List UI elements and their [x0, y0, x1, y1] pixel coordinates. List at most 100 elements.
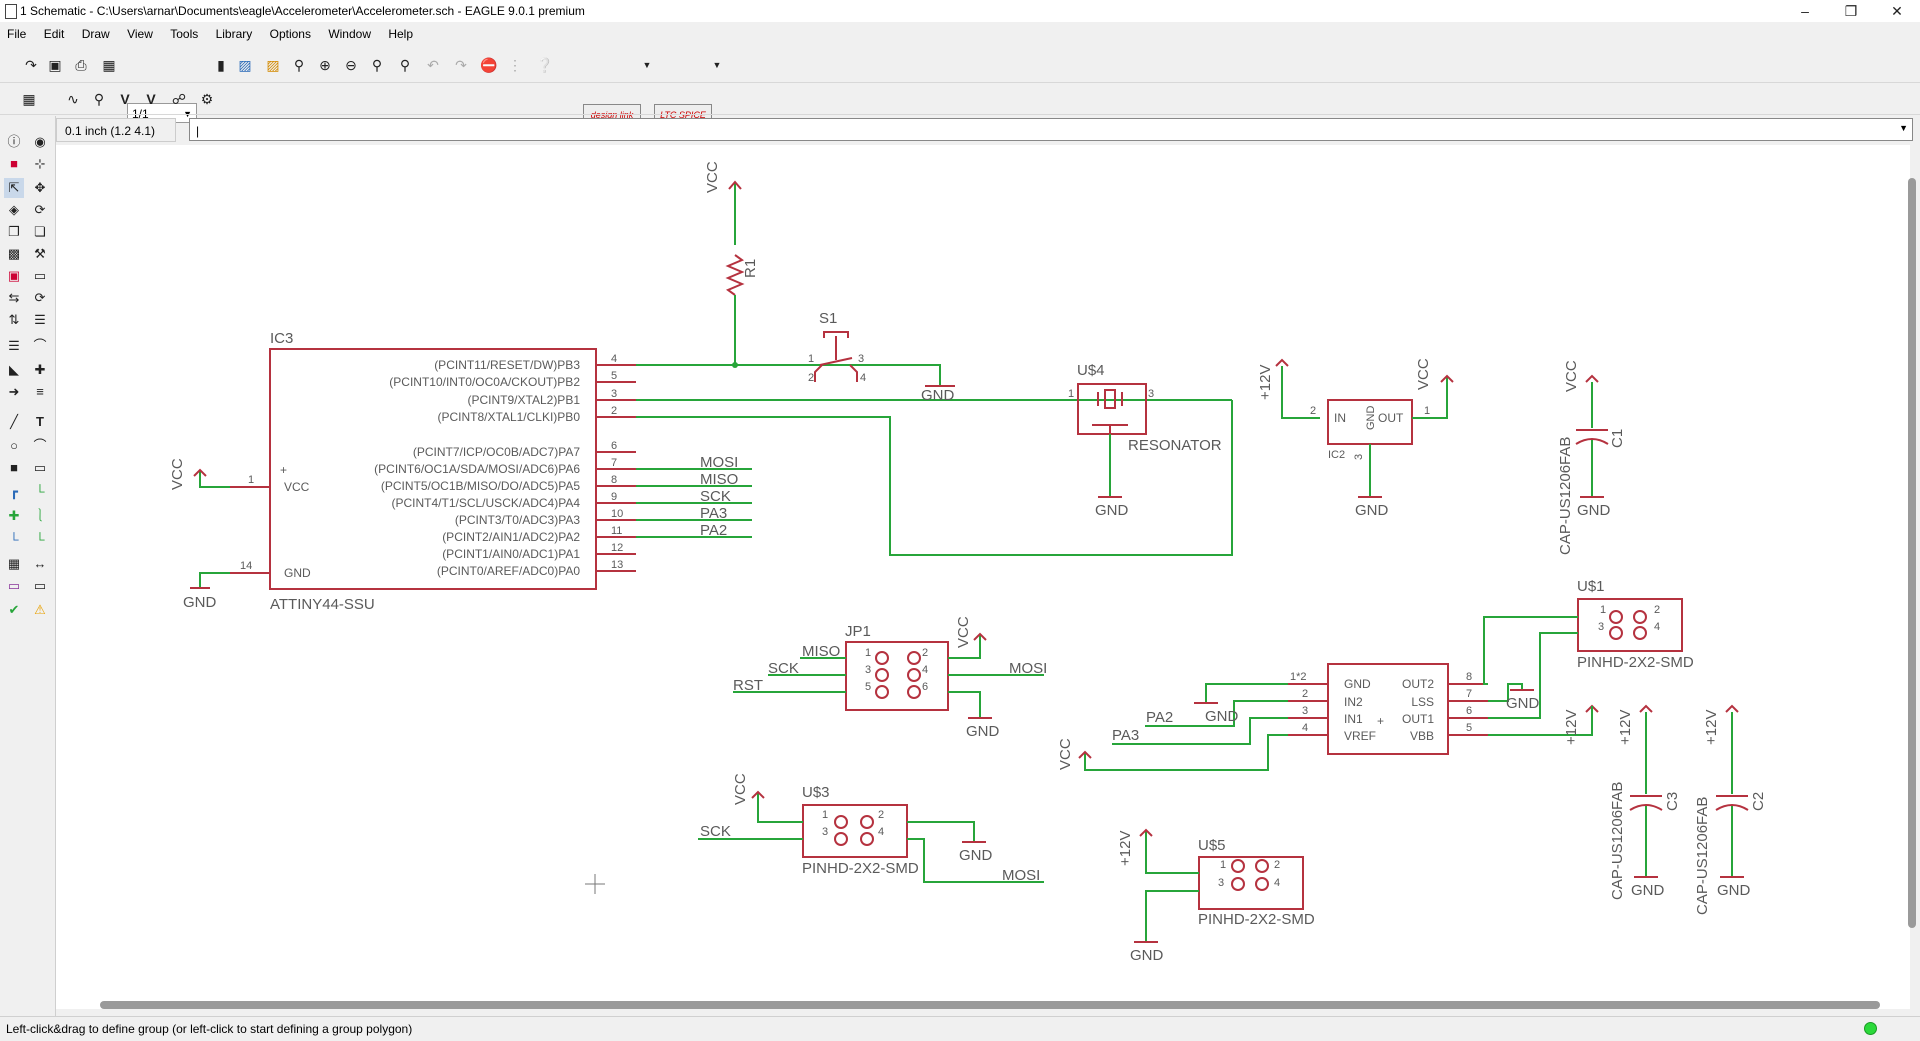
- v12-supply[interactable]: +12V: [1563, 704, 1599, 745]
- gnd-supply[interactable]: GND: [183, 587, 217, 611]
- menu-draw[interactable]: Draw: [81, 27, 110, 41]
- paste-icon[interactable]: ❏: [34, 224, 46, 239]
- c3-capacitor[interactable]: +12V GND C3 CAP-US1206FAB: [1609, 704, 1681, 900]
- value-tool-icon[interactable]: ✚: [34, 362, 46, 377]
- change-icon[interactable]: ≡: [36, 384, 44, 399]
- c2-capacitor[interactable]: +12V GND C2 CAP-US1206FAB: [1694, 704, 1767, 915]
- junction-icon[interactable]: ✚: [8, 508, 20, 523]
- vp-icon[interactable]: V: [146, 91, 156, 107]
- stop-icon[interactable]: ⛔: [480, 57, 498, 73]
- mark-icon[interactable]: ⊹: [34, 156, 46, 171]
- gear-icon[interactable]: ⚙: [200, 91, 214, 107]
- menu-tools[interactable]: Tools: [170, 27, 199, 41]
- show-icon[interactable]: ⚲: [93, 91, 105, 107]
- r1-resistor[interactable]: VCC R1: [704, 161, 759, 368]
- port-icon[interactable]: ▭: [33, 578, 47, 593]
- circle-icon[interactable]: ○: [10, 438, 18, 453]
- net-tool-icon[interactable]: └: [35, 484, 45, 499]
- swap-icon[interactable]: ▭: [33, 268, 47, 283]
- rect-icon[interactable]: ■: [10, 460, 18, 475]
- layers-icon[interactable]: ■: [10, 156, 18, 171]
- dimension-icon[interactable]: ↔: [33, 556, 47, 571]
- grid-icon[interactable]: ▦: [22, 91, 36, 107]
- rotate-icon[interactable]: ⟳: [34, 202, 46, 217]
- zoom-fit-icon[interactable]: ⚲: [293, 57, 305, 73]
- gate-swap-icon[interactable]: ⇆: [8, 290, 20, 305]
- ulp-icon[interactable]: ▨: [266, 57, 280, 73]
- delete-icon[interactable]: ▩: [7, 246, 21, 261]
- smash-icon[interactable]: ☰: [34, 312, 46, 327]
- move-icon[interactable]: ✥: [34, 180, 46, 195]
- u4-resonator[interactable]: U$4 1 3 RESONATOR GND: [1068, 362, 1222, 519]
- pin-swap-icon[interactable]: ⟳: [34, 290, 46, 305]
- horizontal-scrollbar[interactable]: [100, 1001, 1880, 1009]
- vertical-scrollbar[interactable]: [1908, 178, 1916, 928]
- split-icon[interactable]: ⇅: [8, 312, 20, 327]
- module-icon[interactable]: ▭: [7, 578, 21, 593]
- open-icon[interactable]: ↷: [25, 57, 37, 73]
- vcc-supply[interactable]: VCC: [1057, 738, 1092, 770]
- zoom-in-icon[interactable]: ⊕: [319, 57, 331, 73]
- menu-edit[interactable]: Edit: [43, 27, 65, 41]
- menu-window[interactable]: Window: [328, 27, 371, 41]
- c1-capacitor[interactable]: VCC GND C1 CAP-US1206FAB: [1557, 360, 1626, 555]
- command-line[interactable]: ▼: [189, 118, 1913, 141]
- warning-icon[interactable]: ⚠: [34, 602, 46, 617]
- attribute-icon[interactable]: ➜: [8, 384, 20, 399]
- net-entry-icon[interactable]: └: [35, 532, 45, 547]
- redo-icon[interactable]: ↷: [455, 57, 467, 73]
- menu-view[interactable]: View: [127, 27, 153, 41]
- zoom-select-icon[interactable]: ⚲: [399, 57, 411, 73]
- print-icon[interactable]: ⎙: [75, 57, 87, 73]
- share-icon[interactable]: ☍: [171, 91, 187, 107]
- schematic-canvas[interactable]: IC3 ATTINY44-SSU 1 14 VCC GND + 4 5 3 2 …: [56, 145, 1910, 1009]
- erc-icon[interactable]: ✔: [8, 602, 20, 617]
- command-input[interactable]: [194, 120, 1888, 141]
- arc-icon[interactable]: ⌒: [33, 438, 47, 453]
- save-icon[interactable]: ▣: [48, 57, 62, 73]
- group-icon[interactable]: ⇱: [4, 178, 24, 198]
- text-icon[interactable]: T: [36, 414, 44, 429]
- chevron-down-icon[interactable]: ▼: [1899, 123, 1908, 133]
- close-button[interactable]: ✕: [1891, 3, 1903, 19]
- mirror-icon[interactable]: ◈: [9, 202, 19, 217]
- restore-button[interactable]: ❐: [1844, 3, 1858, 19]
- miter-icon[interactable]: ⌒: [33, 338, 47, 353]
- copy-icon[interactable]: ❐: [8, 224, 20, 239]
- ic2-regulator[interactable]: +12V IN OUT GND 2 1 3 IC2 VCC GND: [1257, 358, 1454, 519]
- cam-icon[interactable]: ▦: [102, 57, 116, 73]
- frame-icon[interactable]: ▦: [7, 556, 21, 571]
- menu-options[interactable]: Options: [269, 27, 311, 41]
- polygon-icon[interactable]: ▭: [33, 460, 47, 475]
- s1-switch[interactable]: S1 1 3 2 4 GND: [808, 310, 955, 404]
- menu-help[interactable]: Help: [388, 27, 414, 41]
- vcc-supply[interactable]: VCC: [169, 458, 207, 490]
- name-icon[interactable]: ◣: [9, 362, 19, 377]
- menu-file[interactable]: File: [7, 27, 27, 41]
- chevron-down-icon[interactable]: ▼: [712, 60, 722, 70]
- menu-library[interactable]: Library: [215, 27, 253, 41]
- bus-entry-icon[interactable]: └: [9, 532, 19, 547]
- zoom-redraw-icon[interactable]: ⚲: [371, 57, 383, 73]
- eye-icon[interactable]: ◉: [34, 134, 46, 149]
- ic3-symbol[interactable]: IC3 ATTINY44-SSU 1 14 VCC GND + 4 5 3 2 …: [230, 330, 636, 613]
- value-icon[interactable]: V: [120, 91, 130, 107]
- zoom-out-icon[interactable]: ⊖: [345, 57, 357, 73]
- help-icon[interactable]: ❔: [536, 57, 554, 73]
- wrench-icon[interactable]: ⚒: [34, 246, 46, 261]
- label-icon[interactable]: ⎱: [33, 508, 47, 523]
- optimize-icon[interactable]: ☰: [8, 338, 20, 353]
- driver-ic[interactable]: GND IN2 IN1 VREF OUT2 LSS OUT1 VBB + 1*2…: [1288, 663, 1488, 755]
- info-icon[interactable]: ⓘ: [7, 134, 21, 149]
- script-icon[interactable]: ▨: [238, 57, 252, 73]
- board-icon[interactable]: ▮: [217, 57, 225, 73]
- line-icon[interactable]: ╱: [10, 414, 18, 429]
- bus-icon[interactable]: ┏: [10, 484, 18, 499]
- net-icon[interactable]: ∿: [67, 91, 79, 107]
- replace-icon[interactable]: ▣: [7, 268, 21, 283]
- go-icon[interactable]: ⋮: [508, 57, 522, 73]
- chevron-down-icon[interactable]: ▼: [642, 60, 652, 70]
